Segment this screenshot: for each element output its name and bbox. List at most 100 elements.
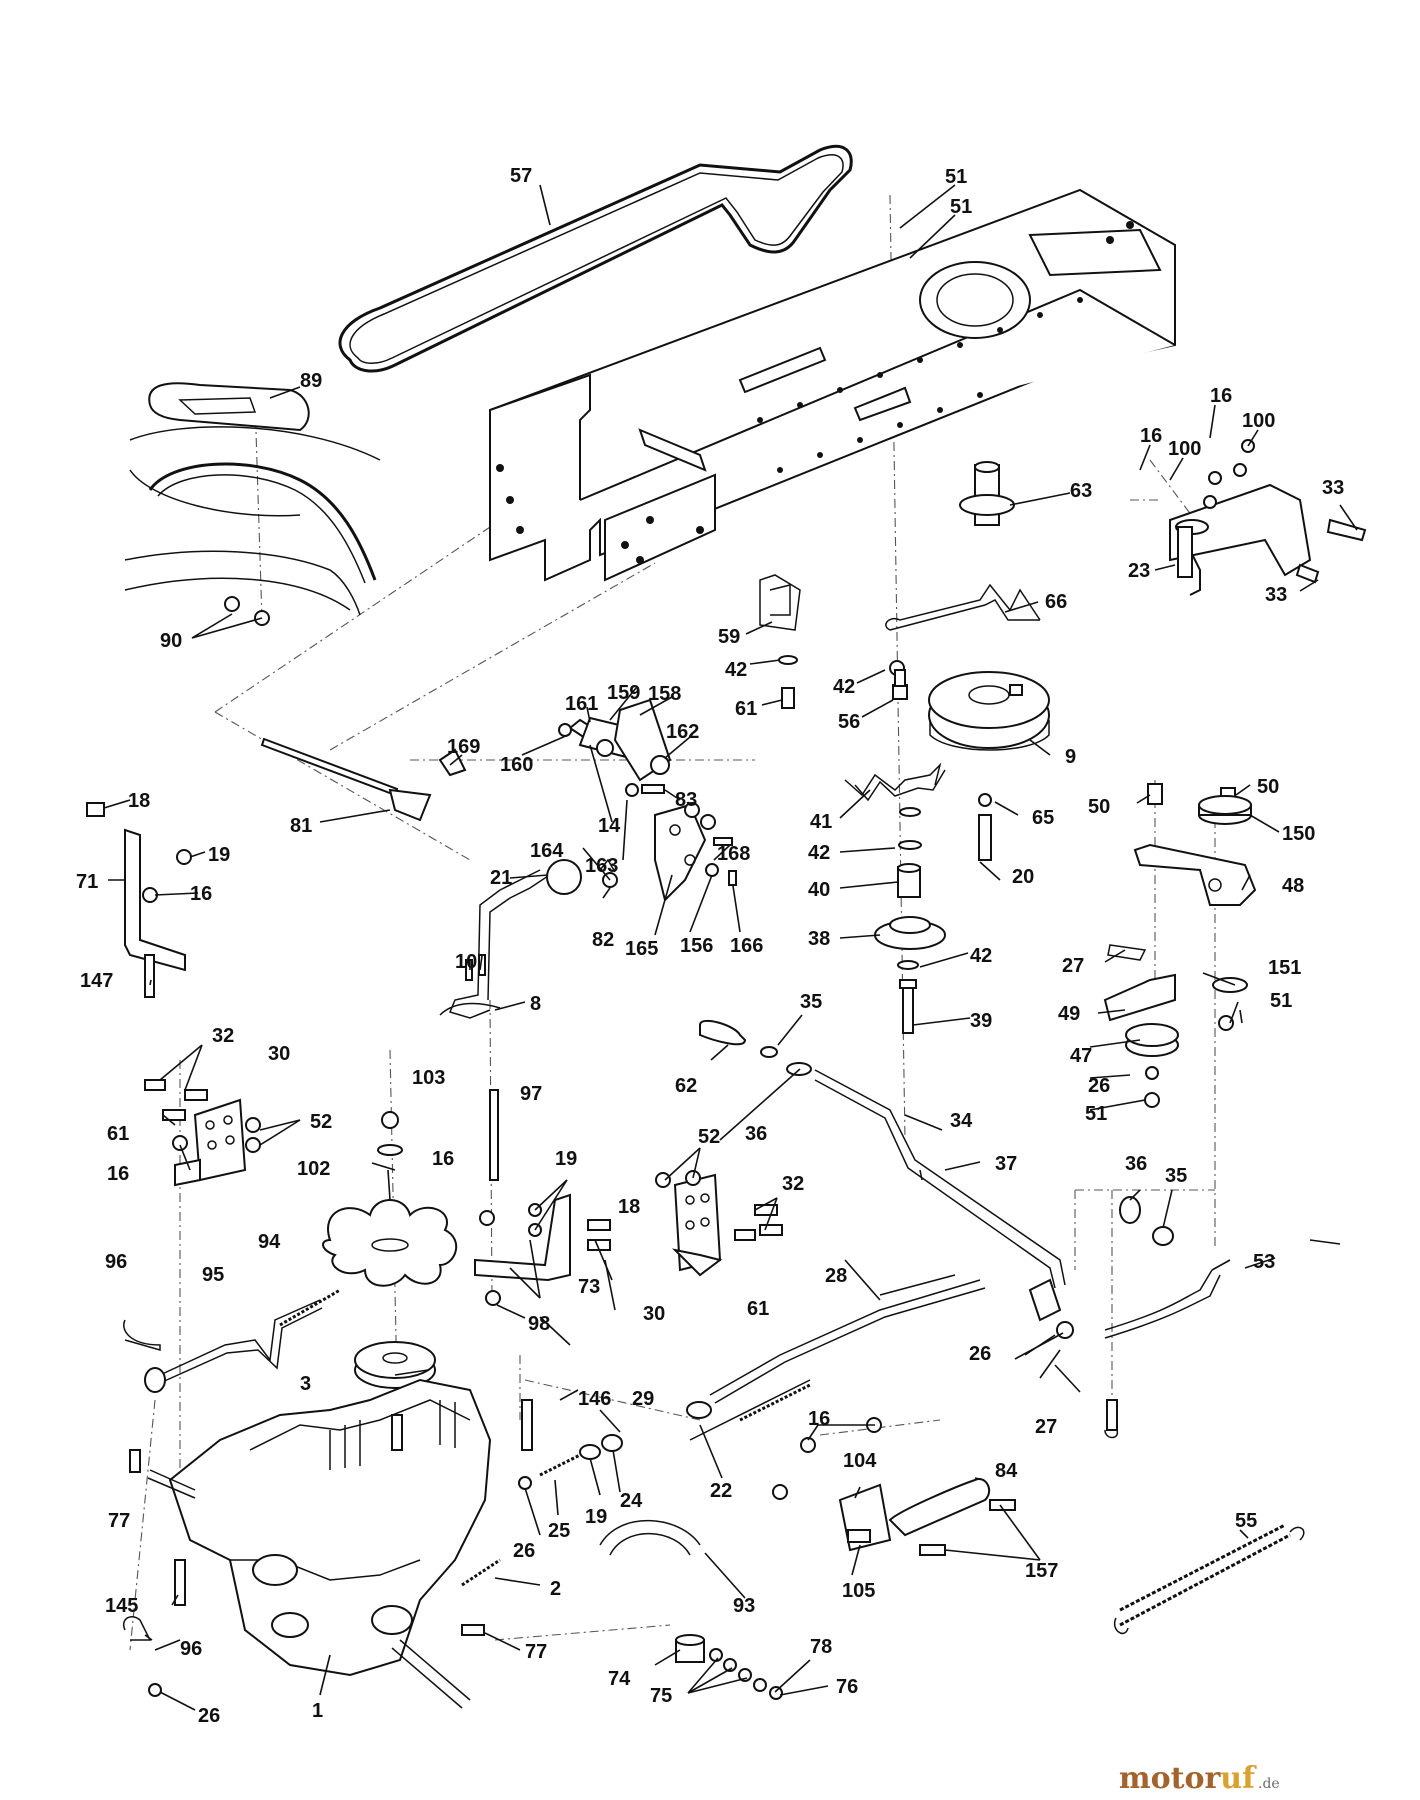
callout-35: 35 xyxy=(800,991,822,1013)
left-bracket xyxy=(86,802,192,998)
callout-82: 82 xyxy=(592,929,614,951)
callout-19: 19 xyxy=(585,1506,607,1528)
pto-stack xyxy=(844,461,1050,1034)
control-linkage xyxy=(260,737,582,1019)
callout-37: 37 xyxy=(995,1153,1017,1175)
callout-51: 51 xyxy=(950,196,972,218)
callout-105: 105 xyxy=(842,1580,875,1602)
idler-arm-assembly xyxy=(1103,783,1257,1108)
callout-30: 30 xyxy=(268,1043,290,1065)
callout-16: 16 xyxy=(107,1163,129,1185)
callout-103: 103 xyxy=(412,1067,445,1089)
callout-76: 76 xyxy=(836,1676,858,1698)
callout-49: 49 xyxy=(1058,1003,1080,1025)
callout-159: 159 xyxy=(607,682,640,704)
clutch-linkage xyxy=(123,1288,341,1393)
callout-27: 27 xyxy=(1035,1416,1057,1438)
callout-100: 100 xyxy=(1168,438,1201,460)
callout-96: 96 xyxy=(180,1638,202,1660)
callout-19: 19 xyxy=(555,1148,577,1170)
drive-belt xyxy=(338,144,853,373)
callout-77: 77 xyxy=(525,1641,547,1663)
callout-150: 150 xyxy=(1282,823,1315,845)
callout-14: 14 xyxy=(598,815,621,837)
callout-42: 42 xyxy=(725,659,747,681)
callout-22: 22 xyxy=(710,1480,732,1502)
callout-65: 65 xyxy=(1032,807,1054,829)
callout-168: 168 xyxy=(717,843,750,865)
callout-16: 16 xyxy=(1140,425,1162,447)
callout-56: 56 xyxy=(838,711,860,733)
callout-8: 8 xyxy=(530,993,541,1015)
callout-157: 157 xyxy=(1025,1560,1058,1582)
callout-146: 146 xyxy=(578,1388,611,1410)
callout-98: 98 xyxy=(528,1313,550,1335)
callout-26: 26 xyxy=(198,1705,220,1727)
callout-38: 38 xyxy=(808,928,830,950)
callout-81: 81 xyxy=(290,815,312,837)
callout-47: 47 xyxy=(1070,1045,1092,1067)
callout-50: 50 xyxy=(1257,776,1279,798)
callout-48: 48 xyxy=(1282,875,1304,897)
callout-59: 59 xyxy=(718,626,740,648)
callout-151: 151 xyxy=(1268,957,1301,979)
callout-2: 2 xyxy=(550,1578,561,1600)
tractor-frame xyxy=(489,188,1176,582)
callout-97: 97 xyxy=(520,1083,542,1105)
callout-10: 10 xyxy=(455,951,477,973)
callout-75: 75 xyxy=(650,1685,672,1707)
callout-18: 18 xyxy=(128,790,150,812)
brake-pivot-assembly xyxy=(438,574,801,902)
callout-40: 40 xyxy=(808,879,830,901)
callout-90: 90 xyxy=(160,630,182,652)
lower-right-parts xyxy=(675,1417,1305,1700)
callout-74: 74 xyxy=(608,1668,631,1690)
callout-25: 25 xyxy=(548,1520,570,1542)
callout-166: 166 xyxy=(730,935,763,957)
callout-42: 42 xyxy=(808,842,830,864)
callout-84: 84 xyxy=(995,1460,1018,1482)
svg-text:motoruf: motoruf xyxy=(1119,1761,1257,1796)
callout-73: 73 xyxy=(578,1276,600,1298)
callout-32: 32 xyxy=(782,1173,804,1195)
callout-66: 66 xyxy=(1045,591,1067,613)
callout-51: 51 xyxy=(945,166,967,188)
callout-71: 71 xyxy=(76,871,98,893)
callout-33: 33 xyxy=(1265,584,1287,606)
callout-163: 163 xyxy=(585,855,618,877)
callout-52: 52 xyxy=(310,1111,332,1133)
callout-161: 161 xyxy=(565,693,598,715)
callout-1: 1 xyxy=(312,1700,323,1722)
callout-26: 26 xyxy=(1088,1075,1110,1097)
callout-16: 16 xyxy=(808,1408,830,1430)
callout-52: 52 xyxy=(698,1126,720,1148)
callout-21: 21 xyxy=(490,867,512,889)
callout-100: 100 xyxy=(1242,410,1275,432)
callout-156: 156 xyxy=(680,935,713,957)
callout-labels: 57 51 51 89 16 100 16 100 33 63 23 33 66… xyxy=(76,165,1344,1727)
callout-145: 145 xyxy=(105,1595,138,1617)
callout-35: 35 xyxy=(1165,1165,1187,1187)
callout-61: 61 xyxy=(107,1123,129,1145)
callout-28: 28 xyxy=(825,1265,847,1287)
callout-53: 53 xyxy=(1253,1251,1275,1273)
callout-51: 51 xyxy=(1085,1103,1107,1125)
callout-3: 3 xyxy=(300,1373,311,1395)
callout-94: 94 xyxy=(258,1231,281,1253)
callout-96: 96 xyxy=(105,1251,127,1273)
callout-16: 16 xyxy=(190,883,212,905)
callout-34: 34 xyxy=(950,1110,973,1132)
callout-165: 165 xyxy=(625,938,658,960)
callout-29: 29 xyxy=(632,1388,654,1410)
fins xyxy=(329,1400,456,1470)
callout-39: 39 xyxy=(970,1010,992,1032)
callout-78: 78 xyxy=(810,1636,832,1658)
watermark-part2: uf xyxy=(1220,1761,1257,1796)
callout-50: 50 xyxy=(1088,796,1110,818)
callout-32: 32 xyxy=(212,1025,234,1047)
callout-26: 26 xyxy=(969,1343,991,1365)
callout-93: 93 xyxy=(733,1595,755,1617)
callout-83: 83 xyxy=(675,789,697,811)
brake-brackets xyxy=(144,1079,783,1306)
